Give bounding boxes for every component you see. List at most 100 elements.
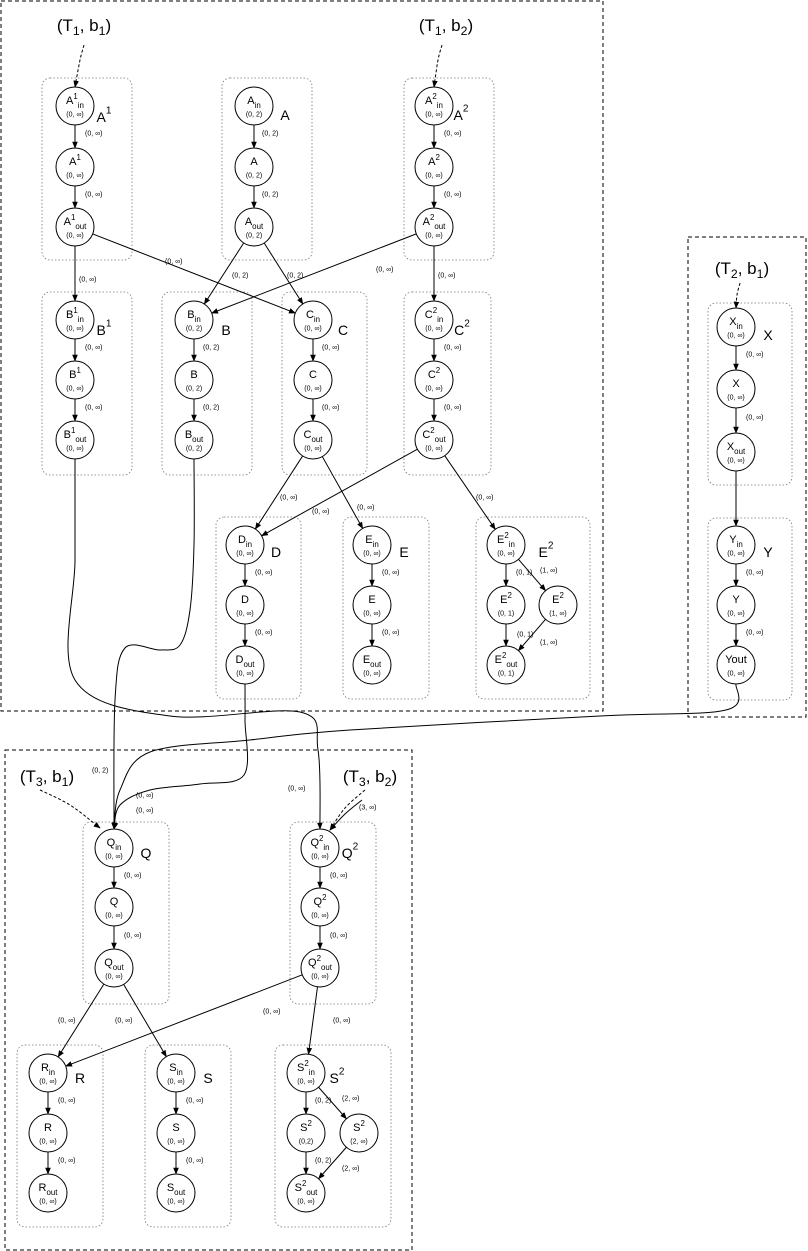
node-capacity-Rout: (0, ∞)	[39, 1199, 56, 1206]
node-capacity-B1out: (0, ∞)	[66, 446, 83, 453]
node-circle-B1out	[55, 420, 95, 460]
node-capacity-Sout: (0, ∞)	[167, 1199, 184, 1206]
edge-label-e53: (0, ∞)	[186, 1158, 203, 1165]
edge-label-e47: (0, ∞)	[115, 1018, 132, 1025]
node-label-Sin: Sin	[169, 1062, 183, 1076]
edge-label-e6: (0, ∞)	[444, 192, 461, 199]
node-S: S(0, ∞)	[156, 1113, 196, 1153]
node-Sout: Sout(0, ∞)	[156, 1173, 196, 1213]
edge-Qout-to-Rin	[57, 983, 105, 1058]
node-capacity-Rin: (0, ∞)	[39, 1079, 56, 1086]
node-A1out: A1out(0, ∞)	[55, 207, 95, 247]
node-capacity-D: (0, ∞)	[236, 611, 253, 618]
cluster-box-A	[221, 77, 313, 261]
node-label-Ein: Ein	[365, 534, 379, 548]
edge-label-e30: (1, ∞)	[540, 568, 557, 575]
node-B1: B1(0, ∞)	[55, 360, 95, 400]
edge-label-e7: (0, ∞)	[79, 277, 96, 284]
node-capacity-Ein: (0, ∞)	[363, 551, 380, 558]
cluster-box-S	[144, 1044, 232, 1228]
edge-label-e13: (0, ∞)	[85, 345, 102, 352]
node-label-Q: Q	[110, 896, 119, 908]
node-circle-B	[174, 360, 214, 400]
cluster-box-A2	[403, 77, 495, 261]
cluster-box-E2	[475, 516, 591, 700]
node-Q2out: Q2out(0, ∞)	[300, 948, 340, 988]
cluster-label-X: X	[763, 327, 773, 343]
node-capacity-E2out: (0, 1)	[498, 671, 514, 678]
node-A2: A2(0, ∞)	[414, 147, 454, 187]
node-circle-R	[28, 1113, 68, 1153]
edge-label-e34: (0, ∞)	[746, 415, 763, 422]
node-circle-B1in	[55, 300, 95, 340]
node-Q2: Q2(0, ∞)	[300, 887, 340, 927]
node-Yin: Yin(0, ∞)	[716, 525, 756, 565]
node-capacity-Bin: (0, 2)	[186, 326, 202, 333]
node-capacity-Cin: (0, ∞)	[304, 326, 321, 333]
node-label-E2in: E2in	[497, 531, 515, 549]
edge-label-e44: (0, ∞)	[330, 873, 347, 880]
node-label-X: X	[732, 378, 740, 390]
node-capacity-Q: (0, ∞)	[105, 913, 122, 920]
edge-label-e33: (0, ∞)	[746, 352, 763, 359]
node-label-Qout: Qout	[104, 957, 124, 971]
external-label-T2b1: (T2, b1)	[715, 259, 769, 281]
node-C2: C2 (0, ∞)	[414, 360, 454, 400]
node-label-A2: A2	[428, 153, 440, 168]
node-circle-A1in	[55, 86, 95, 126]
edge-label-e4: (0, 2)	[262, 192, 278, 199]
cluster-box-S2	[274, 1044, 392, 1228]
edge-label-e37: (0, ∞)	[746, 630, 763, 637]
node-capacity-X: (0, ∞)	[727, 395, 744, 402]
edge-Aout-to-Cin	[263, 242, 304, 305]
node-circle-S2a	[286, 1113, 326, 1153]
edge-label-e12: (0, ∞)	[438, 273, 455, 280]
node-label-Cout: Cout	[304, 429, 324, 443]
node-circle-C2in	[414, 300, 454, 340]
edge-label-e25: (0, ∞)	[255, 570, 272, 577]
cluster-label-S2: S2	[330, 1066, 345, 1086]
edge-Bout-to-Qin	[111, 458, 195, 830]
node-circle-C2	[414, 360, 454, 400]
node-B1in: B1in(0, ∞)	[55, 300, 95, 340]
node-E: E(0, ∞)	[352, 585, 392, 625]
edge-label-e5: (0, ∞)	[444, 131, 461, 138]
node-circle-Yin	[716, 525, 756, 565]
edge-label-e50: (0, ∞)	[58, 1098, 75, 1105]
node-capacity-S2a: (0,2)	[299, 1139, 313, 1146]
node-Aout: Aout(0, 2)	[234, 207, 274, 247]
node-label-A1out: A1out	[64, 213, 88, 231]
node-capacity-C2: (0, ∞)	[425, 386, 442, 393]
edge-label-e3: (0, 2)	[262, 131, 278, 138]
edge-label-e9: (0, 2)	[232, 273, 248, 280]
node-capacity-Cout: (0, ∞)	[304, 446, 321, 453]
node-capacity-E2b: (1, ∞)	[549, 611, 566, 618]
node-label-Ain: Ain	[247, 95, 261, 109]
edge-T1b2-to-A2in	[432, 44, 443, 88]
node-label-A1: A1	[69, 153, 81, 168]
node-label-B1in: B1in	[66, 306, 84, 324]
node-circle-Bout	[174, 420, 214, 460]
node-circle-Aout	[234, 207, 274, 247]
edge-label-e45: (0, ∞)	[330, 933, 347, 940]
node-label-C2: C2	[428, 366, 440, 381]
edge-label-e39: (0, ∞)	[136, 793, 153, 800]
edge-Cout-to-Din	[254, 455, 304, 530]
node-C2out: C2out(0, ∞)	[414, 420, 454, 460]
node-label-Din: Din	[238, 534, 252, 548]
node-capacity-Yout: (0, ∞)	[727, 671, 744, 678]
node-label-Y: Y	[732, 594, 740, 606]
edge-label-e51: (0, ∞)	[58, 1158, 75, 1165]
node-A1: A1(0, ∞)	[55, 147, 95, 187]
node-circle-Xin	[716, 307, 756, 347]
edge-C2out-to-E2in	[444, 455, 496, 530]
node-Yout: Yout(0, ∞)	[716, 645, 756, 685]
node-label-E2b: E2	[552, 591, 564, 606]
node-label-Xout: Xout	[727, 441, 746, 455]
edge-label-e2: (0, ∞)	[85, 192, 102, 199]
node-capacity-S2in: (0, ∞)	[297, 1079, 314, 1086]
node-B1out: B1out(0, ∞)	[55, 420, 95, 460]
node-circle-Q2out	[300, 948, 340, 988]
edge-ext-to-Q2in	[329, 799, 363, 831]
node-circle-E2a	[486, 585, 526, 625]
